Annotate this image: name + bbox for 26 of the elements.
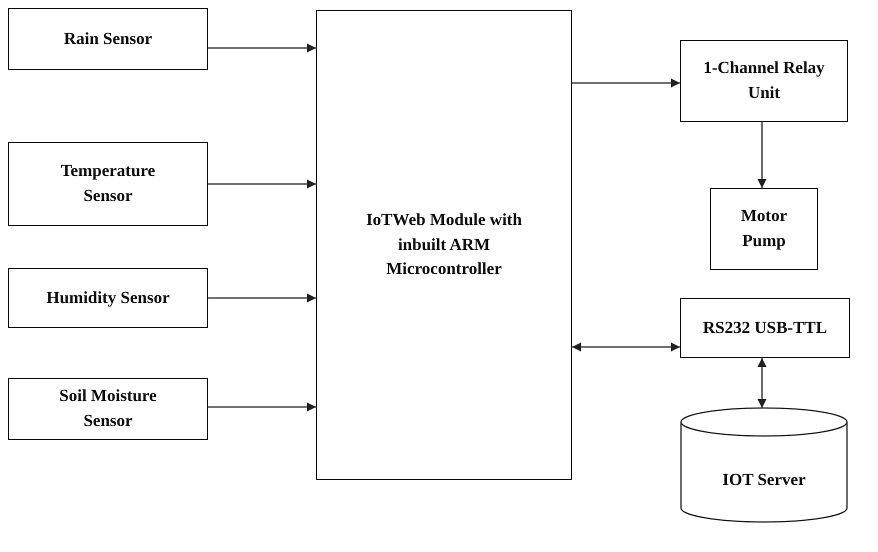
arrow [208,180,316,188]
component-label: 1-Channel Relay Unit [702,57,826,104]
component-box [680,40,848,122]
component-label: Rain Sensor [64,28,152,50]
component-box [680,298,850,358]
component-label: IoTWeb Module with inbuilt ARM Microcontroller [365,209,523,280]
component-box [8,378,208,440]
component-box [710,188,818,270]
component-label: Motor Pump [740,205,788,252]
arrow [758,122,766,188]
controller-box [316,10,572,480]
database-cylinder [680,408,848,522]
arrow [572,342,680,352]
component-label: Temperature Sensor [60,160,156,207]
arrow [758,358,766,408]
component-label: Soil Moisture Sensor [58,385,158,432]
arrow [572,78,680,88]
component-label: RS232 USB-TTL [702,316,828,339]
component-label: Humidity Sensor [46,286,170,309]
component-box [8,8,208,70]
arrow [208,44,316,52]
arrow [208,294,316,302]
component-box [8,142,208,226]
component-box [8,268,208,328]
component-label: IOT Server [722,468,806,491]
arrow [208,402,316,412]
